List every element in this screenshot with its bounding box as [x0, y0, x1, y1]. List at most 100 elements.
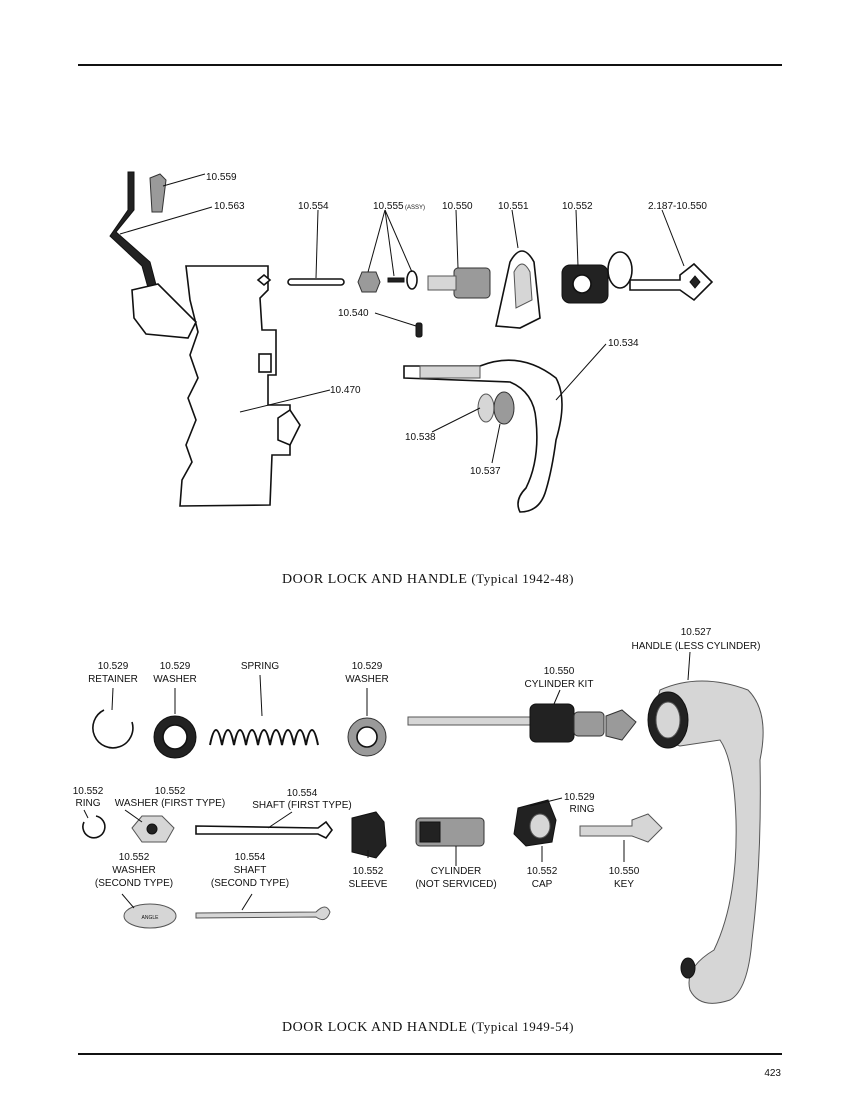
shaft-10554: [287, 278, 345, 286]
cylinder-kit-rod: [407, 716, 535, 726]
label-ring2-num: 10.529: [564, 792, 595, 803]
fig2-labels: 10.527 HANDLE (LESS CYLINDER) 10.529 RET…: [73, 627, 761, 890]
remote-link-bracket: [131, 283, 197, 339]
label-washer-name: WASHER: [153, 674, 197, 685]
pin-10540: [415, 322, 423, 338]
top-rule: [78, 64, 782, 66]
cylinder-kit-key: [605, 709, 637, 741]
plate-tab: [277, 408, 301, 447]
cylinder-kit-sleeve: [573, 711, 605, 737]
label-washer2-name: WASHER: [345, 674, 389, 685]
label-cylinder-note: (NOT SERVICED): [415, 879, 496, 890]
cylinder-10550-stem: [427, 275, 457, 291]
retainer-10529: [92, 709, 134, 749]
caption-top-sub: (Typical 1942-48): [471, 571, 574, 586]
label-washer-second-num: 10.552: [119, 852, 150, 863]
label-handle-num: 10.527: [681, 627, 712, 638]
label-sleeve-name: SLEEVE: [349, 879, 388, 890]
label-10534: 10.534: [608, 338, 639, 349]
label-cylinder-name: CYLINDER: [431, 866, 482, 877]
label-retainer-num: 10.529: [98, 661, 129, 672]
label-10554: 10.554: [298, 201, 329, 212]
gasket-inner: [513, 263, 533, 309]
ring-10552: [82, 815, 106, 839]
label-10555-assy: (ASSY): [405, 205, 425, 211]
label-shaft-second-name: SHAFT: [234, 865, 267, 876]
caption-1949-54: DOOR LOCK AND HANDLE (Typical 1949-54): [0, 1019, 856, 1036]
label-10552: 10.552: [562, 201, 593, 212]
latch-plate-10470: [179, 265, 291, 507]
shaft-first-type: [195, 820, 333, 840]
bottom-rule: [78, 1053, 782, 1055]
label-10563: 10.563: [214, 201, 245, 212]
label-washer-first-num: 10.552: [155, 786, 186, 797]
handle-10527-button: [680, 957, 696, 979]
escutcheon-10537: [493, 391, 515, 425]
label-10550: 10.550: [442, 201, 473, 212]
label-cap-name: CAP: [532, 879, 553, 890]
part-10555-a: [357, 271, 381, 293]
label-10537: 10.537: [470, 466, 501, 477]
fig1-labels: 10.559 10.563 10.554 10.555 (ASSY) 10.55…: [206, 172, 707, 477]
caption-top-main: DOOR LOCK AND HANDLE: [282, 572, 468, 587]
label-washer-second-name: WASHER: [112, 865, 156, 876]
label-washer-second-type: (SECOND TYPE): [95, 878, 173, 889]
label-key-name: KEY: [614, 879, 634, 890]
caption-bottom-sub: (Typical 1949-54): [471, 1019, 574, 1034]
label-retainer-name: RETAINER: [88, 674, 138, 685]
label-washer-num: 10.529: [160, 661, 191, 672]
label-key-num: 10.550: [609, 866, 640, 877]
part-10555-b: [387, 277, 405, 283]
fig2-leaders: [83, 651, 691, 911]
label-handle-name: HANDLE (LESS CYLINDER): [632, 641, 761, 652]
label-washer2-num: 10.529: [352, 661, 383, 672]
label-washer-first-name: WASHER (FIRST TYPE): [115, 798, 225, 809]
fig1-leaders: [119, 173, 685, 464]
handle-10527-bore: [655, 701, 681, 739]
cylinder-10552-face: [572, 274, 592, 294]
key-2187: [629, 262, 714, 302]
label-2187: 2.187-10.550: [648, 201, 707, 212]
label-10551: 10.551: [498, 201, 529, 212]
label-10559: 10.559: [206, 172, 237, 183]
spring: [209, 729, 319, 746]
label-shaft-first-num: 10.554: [287, 788, 318, 799]
label-shaft-second-type: (SECOND TYPE): [211, 878, 289, 889]
label-spring: SPRING: [241, 661, 280, 672]
washer-second-type: [123, 903, 177, 929]
washer-stamp: ANGLE: [142, 915, 160, 921]
label-10555: 10.555: [373, 201, 404, 212]
label-cylkit-num: 10.550: [544, 666, 575, 677]
label-shaft-first-name: SHAFT (FIRST TYPE): [252, 800, 351, 811]
label-cylkit-name: CYLINDER KIT: [525, 679, 594, 690]
cap-10552-face: [529, 813, 551, 839]
caption-bottom-main: DOOR LOCK AND HANDLE: [282, 1020, 468, 1035]
washer2-10529-hole: [356, 726, 378, 748]
shaft-second-type: [195, 906, 331, 921]
plate-diamond: [256, 273, 272, 287]
key-10550: [579, 813, 663, 843]
handle-stem: [419, 365, 481, 379]
label-cap-num: 10.552: [527, 866, 558, 877]
cylinder-10552-cap: [607, 251, 633, 289]
cylinder-not-serviced-end: [419, 821, 441, 843]
plate-slot: [258, 353, 272, 373]
handle-10527: [651, 680, 764, 1004]
cylinder-kit-body: [529, 703, 575, 743]
label-shaft-second-num: 10.554: [235, 852, 266, 863]
label-ring2-name: RING: [570, 804, 595, 815]
page-number: 423: [764, 1068, 781, 1079]
button-10559: [149, 173, 167, 213]
caption-1942-48: DOOR LOCK AND HANDLE (Typical 1942-48): [0, 571, 856, 588]
label-10540: 10.540: [338, 308, 369, 319]
label-ring-num: 10.552: [73, 786, 104, 797]
label-ring-name: RING: [76, 798, 101, 809]
label-10470: 10.470: [330, 385, 361, 396]
washer-first-type-hole: [146, 823, 158, 835]
sleeve-10552: [351, 811, 387, 859]
label-sleeve-num: 10.552: [353, 866, 384, 877]
washer-10529-hole: [162, 724, 188, 750]
key-diamond: [689, 275, 701, 289]
